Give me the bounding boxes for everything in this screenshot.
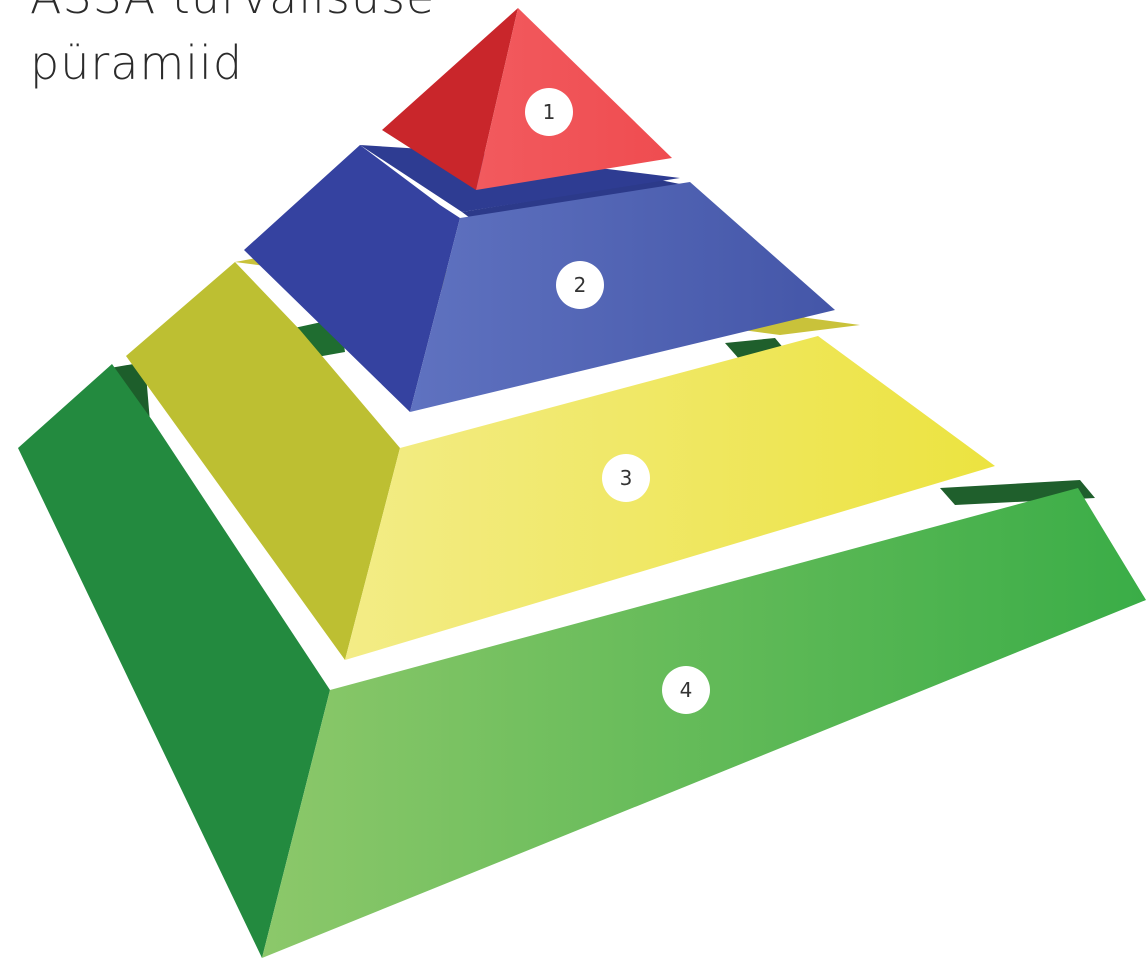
level-3-number: 3: [620, 466, 633, 490]
level-2-badge: 2: [556, 261, 604, 309]
level-4-badge: 4: [662, 666, 710, 714]
level-4-number: 4: [680, 678, 693, 702]
level-1-number: 1: [543, 100, 556, 124]
level-3-badge: 3: [602, 454, 650, 502]
level-2-number: 2: [574, 273, 587, 297]
level-1-badge: 1: [525, 88, 573, 136]
